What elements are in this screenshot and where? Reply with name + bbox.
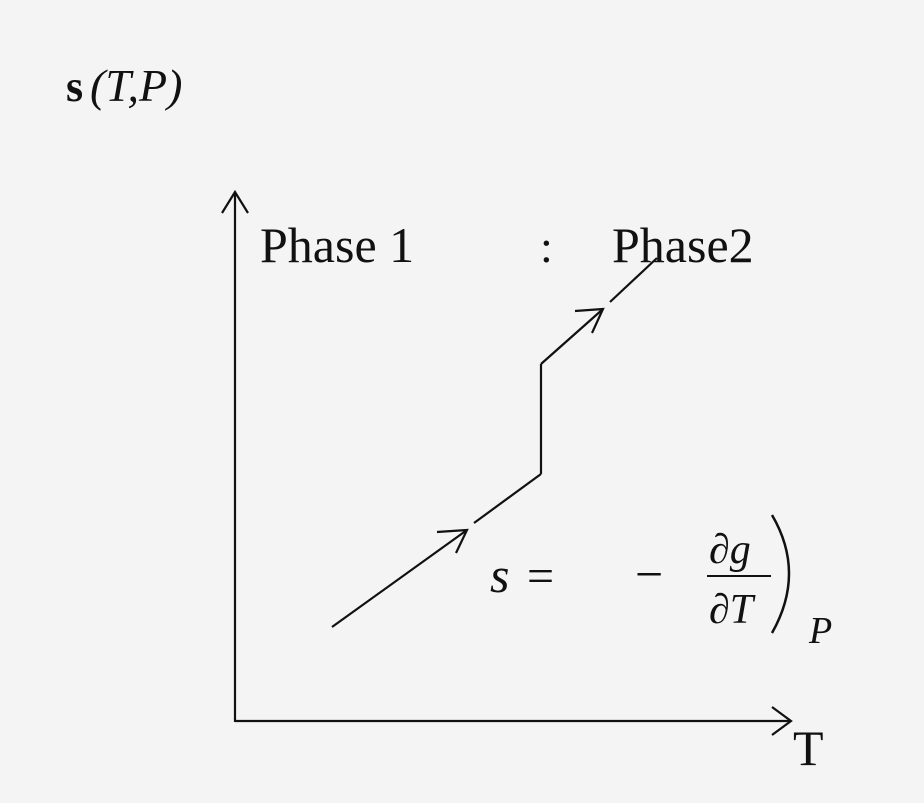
entropy-equation: s = − ∂g ∂T P xyxy=(490,514,832,652)
equation-numerator: ∂g xyxy=(709,527,751,573)
closing-bracket xyxy=(770,514,791,634)
equation-equals: = xyxy=(527,550,554,603)
x-axis-arrowhead xyxy=(771,706,793,736)
equation-denominator: ∂T xyxy=(709,587,756,633)
phase-1-curve-upper xyxy=(473,473,542,524)
y-axis-label-symbol: s xyxy=(66,62,83,111)
phase-1-label: Phase 1 xyxy=(260,217,414,273)
y-axis-label-args: (T,P) xyxy=(90,60,182,111)
y-axis-arrowhead xyxy=(221,189,249,214)
equation-minus: − xyxy=(635,546,663,602)
phase-2-label: Phase2 xyxy=(612,217,754,273)
phase-1-direction-arrow xyxy=(436,528,469,554)
phase-2-direction-arrow xyxy=(574,307,605,334)
phase-separator: : xyxy=(540,221,553,272)
phase-2-curve-lower xyxy=(540,308,604,365)
x-axis-label: T xyxy=(793,720,824,776)
equation-lhs: s xyxy=(490,547,509,603)
equation-subscript: P xyxy=(808,610,832,652)
phase-1-curve-lower xyxy=(331,529,468,628)
phase-2-curve-upper xyxy=(609,257,658,303)
